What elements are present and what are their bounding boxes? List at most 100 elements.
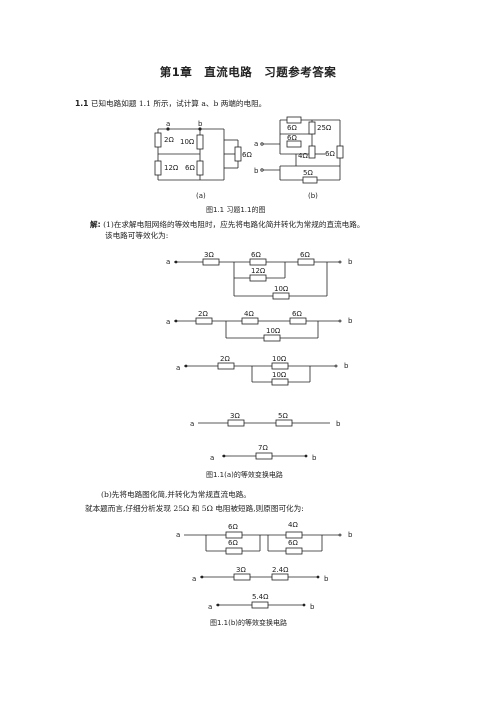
node-b-label: b — [348, 317, 353, 325]
node-b-label: b — [344, 362, 349, 370]
resistor-label: 5Ω — [278, 412, 288, 420]
resistor-label: 2Ω — [164, 136, 174, 144]
resistor — [196, 160, 204, 176]
node-a-label: a — [254, 140, 258, 148]
node-b-label: b — [324, 575, 329, 583]
resistor — [255, 452, 273, 460]
circuit-a-step-1: a b 3Ω 6Ω 12Ω 6Ω 10Ω — [166, 251, 353, 300]
figure-1-1-a: a b 2Ω 12Ω 10Ω 6Ω 6Ω (a) — [154, 120, 252, 200]
part-b-line-2: 就本题而言,仔细分析发现 25Ω 和 5Ω 电阻被短路,则原图可化为: — [85, 504, 304, 513]
resistor — [227, 419, 245, 427]
resistor — [297, 258, 315, 266]
resistor-label: 6Ω — [287, 134, 297, 142]
resistor — [286, 116, 302, 124]
problem-statement: 1.1 已知电路如题 1.1 所示，试计算 a、b 两端的电阻。 — [75, 98, 266, 109]
figure-label-a: (a) — [196, 192, 206, 200]
figure-caption-main: 图1.1 习题1.1的图 — [206, 206, 266, 214]
node-a-label: a — [176, 364, 180, 372]
resistor-label: 6Ω — [251, 251, 261, 259]
resistor — [285, 547, 303, 555]
resistor — [234, 146, 242, 162]
resistor — [154, 132, 162, 148]
node-b-label: b — [312, 454, 317, 462]
resistor — [241, 317, 259, 325]
resistor — [249, 274, 267, 282]
circuit-a-step-3: a b 2Ω 10Ω 10Ω — [176, 355, 349, 386]
resistor — [271, 573, 289, 581]
resistor — [336, 145, 344, 159]
node-b-label: b — [310, 603, 315, 611]
node-b-label: b — [198, 120, 203, 128]
node-a-label: a — [192, 575, 196, 583]
resistor-label: 6Ω — [287, 124, 297, 132]
circuit-b-step-1: a b 6Ω 6Ω 4Ω 6Ω — [176, 521, 353, 555]
node-b-label: b — [348, 531, 353, 539]
chapter-number: 第1章 — [159, 65, 193, 79]
chapter-subtitle: 习题参考答案 — [264, 65, 337, 79]
equivalent-circuits-b: a b 6Ω 6Ω 4Ω 6Ω a b 3Ω 2.4Ω a b 5.4Ω — [176, 521, 353, 611]
figure-caption-a: 图1.1(a)的等效变换电路 — [206, 471, 283, 479]
resistor-label: 4Ω — [244, 310, 254, 318]
page-title: 第1章直流电路习题参考答案 — [0, 64, 496, 80]
resistor-label: 10Ω — [274, 285, 289, 293]
circuit-a-step-2: a b 2Ω 4Ω 6Ω 10Ω — [166, 310, 353, 342]
resistor — [271, 362, 289, 370]
resistor-label: 6Ω — [242, 151, 252, 159]
resistor — [195, 317, 213, 325]
node-a-label: a — [166, 120, 170, 128]
resistor — [154, 160, 162, 176]
resistor-label: 12Ω — [164, 164, 179, 172]
figure-1-1-b: a b 6Ω 25Ω 6Ω 4Ω 6Ω 5Ω (b) — [254, 116, 344, 200]
resistor — [196, 134, 204, 150]
resistor — [202, 258, 220, 266]
resistor — [233, 573, 251, 581]
resistor — [308, 145, 316, 159]
resistor-label: 6Ω — [228, 523, 238, 531]
figure-label-b: (b) — [308, 192, 318, 200]
resistor — [225, 531, 243, 539]
equivalent-circuits-a: a b 3Ω 6Ω 12Ω 6Ω 10Ω a b 2Ω 4Ω 6Ω 10Ω — [166, 251, 353, 428]
resistor-label: 3Ω — [230, 412, 240, 420]
resistor — [285, 531, 303, 539]
resistor-label: 3Ω — [236, 566, 246, 574]
solution-text-1: (1)在求解电阻网络的等效电阻时，应先将电路化简并转化为常规的直流电路。 — [103, 220, 365, 229]
resistor — [289, 317, 307, 325]
chapter-name: 直流电路 — [204, 65, 253, 79]
solution-label: 解: — [90, 220, 101, 229]
resistor-label: 25Ω — [317, 124, 332, 132]
resistor-label: 6Ω — [228, 539, 238, 547]
resistor — [272, 292, 290, 300]
circuit-a-step-4: a b 3Ω 5Ω — [190, 412, 341, 428]
problem-text: 已知电路如题 1.1 所示，试计算 a、b 两端的电阻。 — [90, 99, 267, 108]
node-a-label: a — [210, 454, 214, 462]
resistor — [271, 378, 289, 386]
resistor-label: 10Ω — [266, 327, 281, 335]
resistor-label: 4Ω — [288, 521, 298, 529]
solution-line-2: 该电路可等效化为: — [105, 231, 169, 240]
resistor — [249, 258, 267, 266]
resistor — [251, 601, 269, 609]
resistor-label: 6Ω — [300, 251, 310, 259]
resistor-label: 6Ω — [288, 539, 298, 547]
resistor-label: 4Ω — [298, 152, 308, 160]
node-a-label: a — [166, 318, 170, 326]
resistor-label: 6Ω — [325, 150, 335, 158]
problem-number: 1.1 — [75, 99, 89, 108]
resistor-label: 10Ω — [272, 371, 287, 379]
node-b-label: b — [348, 258, 353, 266]
resistor-label: 6Ω — [292, 310, 302, 318]
resistor-label: 2.4Ω — [272, 566, 289, 574]
node-a-label: a — [190, 420, 194, 428]
resistor-label: 3Ω — [204, 251, 214, 259]
node-b-label: b — [336, 420, 341, 428]
resistor — [286, 140, 302, 148]
resistor-label: 12Ω — [251, 267, 266, 275]
resistor — [275, 419, 293, 427]
node-b-label: b — [254, 167, 259, 175]
resistor — [217, 362, 235, 370]
part-b-line-1: (b)先将电路图化简,并转化为常规直流电路。 — [101, 490, 251, 499]
node-a-label: a — [208, 603, 212, 611]
circuit-b-step-3: a b 5.4Ω — [208, 593, 315, 611]
resistor-label: 10Ω — [180, 138, 195, 146]
figure-caption-b: 图1.1(b)的等效变换电路 — [210, 619, 288, 627]
